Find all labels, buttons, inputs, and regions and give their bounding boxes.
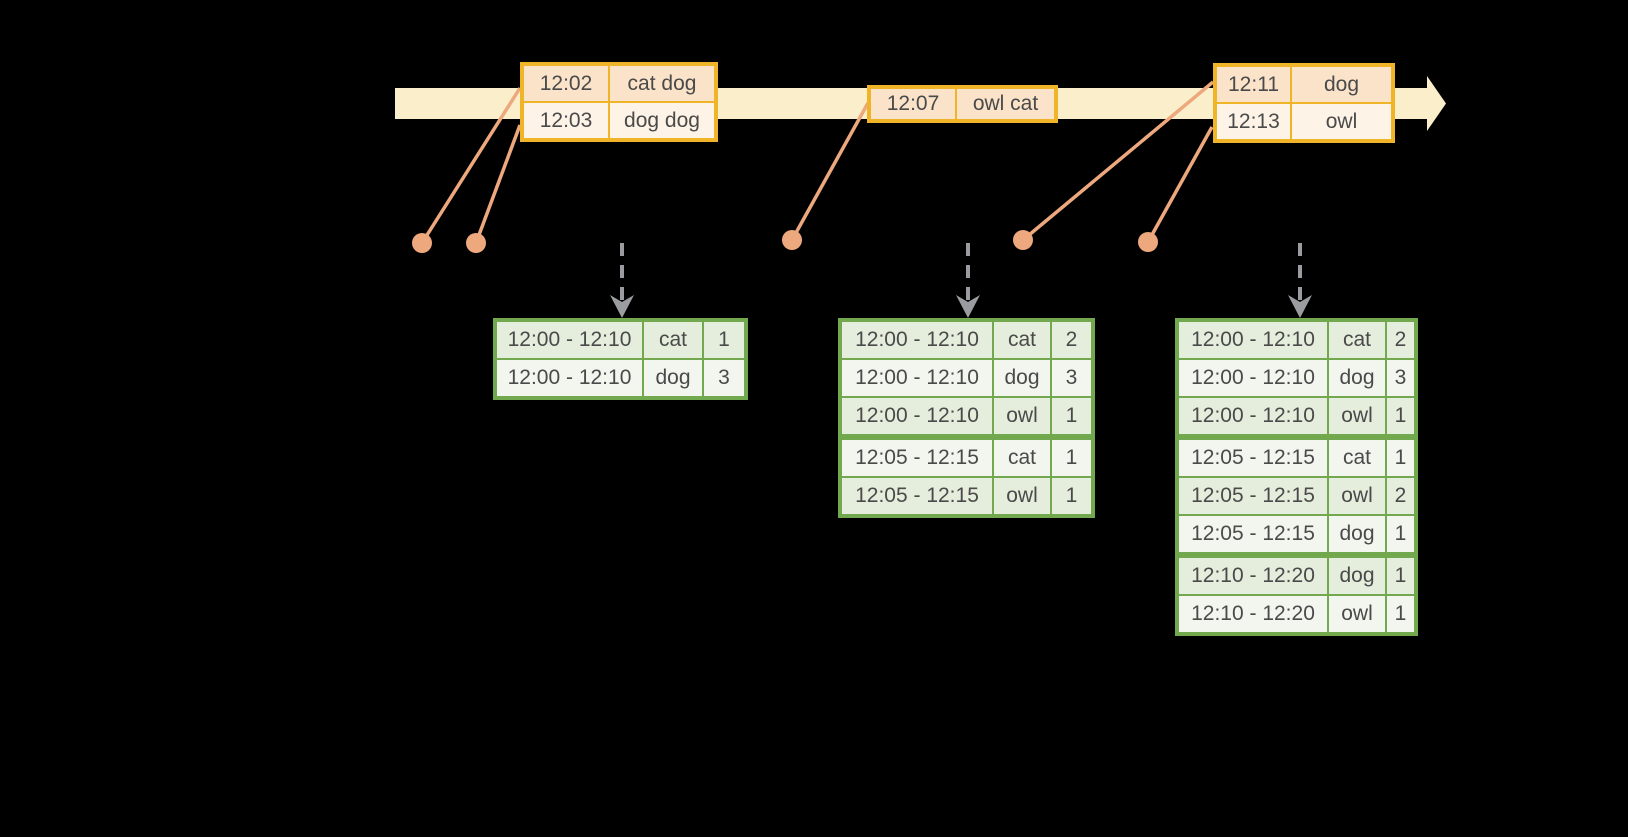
result-word-cell: dog [994, 360, 1050, 396]
result-count-cell: 2 [1387, 478, 1414, 514]
result-count-cell: 3 [1052, 360, 1091, 396]
event-dot [1013, 230, 1033, 250]
result-window-cell: 12:05 - 12:15 [842, 440, 992, 476]
event-dot [466, 233, 486, 253]
event-dot [782, 230, 802, 250]
result-window-cell: 12:00 - 12:10 [1179, 322, 1327, 358]
window-group-separator [1179, 554, 1414, 556]
event-time-cell: 12:11 [1217, 67, 1290, 102]
event-time-cell: 12:13 [1217, 104, 1290, 139]
result-window-cell: 12:00 - 12:10 [1179, 360, 1327, 396]
result-window-cell: 12:05 - 12:15 [1179, 516, 1327, 552]
result-word-cell: owl [1329, 596, 1385, 632]
result-word-cell: cat [1329, 322, 1385, 358]
event-connector-line [1146, 126, 1214, 243]
result-count-cell: 1 [1387, 558, 1414, 594]
result-word-cell: cat [644, 322, 702, 358]
event-connector-line [420, 87, 522, 244]
result-word-cell: dog [644, 360, 702, 396]
result-word-cell: cat [994, 322, 1050, 358]
result-window-cell: 12:10 - 12:20 [1179, 596, 1327, 632]
event-time-cell: 12:02 [524, 66, 608, 101]
result-window-cell: 12:00 - 12:10 [842, 360, 992, 396]
result-count-cell: 1 [1387, 398, 1414, 434]
trigger-arrow-icon [956, 243, 980, 318]
result-word-cell: owl [1329, 478, 1385, 514]
event-time-cell: 12:03 [524, 103, 608, 138]
result-count-cell: 1 [1387, 516, 1414, 552]
result-word-cell: dog [1329, 558, 1385, 594]
result-count-cell: 1 [1052, 398, 1091, 434]
window-group-separator [1179, 436, 1414, 438]
event-connector-line [1021, 80, 1215, 242]
result-window-cell: 12:10 - 12:20 [1179, 558, 1327, 594]
event-words-cell: owl cat [957, 89, 1054, 119]
result-count-cell: 2 [1387, 322, 1414, 358]
event-connector-line [474, 124, 522, 244]
result-count-cell: 1 [1052, 440, 1091, 476]
event-connector-line [790, 102, 870, 241]
result-count-cell: 3 [1387, 360, 1414, 396]
result-word-cell: dog [1329, 516, 1385, 552]
timeline-arrowhead-icon [1427, 76, 1446, 131]
event-dot [1138, 232, 1158, 252]
event-words-cell: cat dog [610, 66, 714, 101]
trigger-arrow-icon [1288, 243, 1312, 318]
result-word-cell: owl [994, 478, 1050, 514]
trigger-arrow-icon [610, 243, 634, 318]
event-words-cell: dog [1292, 67, 1391, 102]
window-group-separator [842, 436, 1091, 438]
event-words-cell: owl [1292, 104, 1391, 139]
result-window-cell: 12:05 - 12:15 [842, 478, 992, 514]
result-window-cell: 12:00 - 12:10 [842, 322, 992, 358]
result-window-cell: 12:00 - 12:10 [842, 398, 992, 434]
result-count-cell: 1 [1387, 440, 1414, 476]
result-window-cell: 12:05 - 12:15 [1179, 478, 1327, 514]
result-count-cell: 1 [1387, 596, 1414, 632]
result-count-cell: 2 [1052, 322, 1091, 358]
trigger-arrowhead-icon [956, 295, 980, 318]
result-window-cell: 12:00 - 12:10 [497, 360, 642, 396]
result-window-cell: 12:05 - 12:15 [1179, 440, 1327, 476]
event-words-cell: dog dog [610, 103, 714, 138]
event-dot [412, 233, 432, 253]
result-count-cell: 1 [704, 322, 744, 358]
result-count-cell: 1 [1052, 478, 1091, 514]
result-count-cell: 3 [704, 360, 744, 396]
result-word-cell: dog [1329, 360, 1385, 396]
result-window-cell: 12:00 - 12:10 [497, 322, 642, 358]
trigger-arrowhead-icon [1288, 295, 1312, 318]
result-word-cell: cat [1329, 440, 1385, 476]
event-time-cell: 12:07 [871, 89, 955, 119]
result-word-cell: owl [1329, 398, 1385, 434]
trigger-arrowhead-icon [610, 295, 634, 318]
result-word-cell: owl [994, 398, 1050, 434]
result-word-cell: cat [994, 440, 1050, 476]
result-window-cell: 12:00 - 12:10 [1179, 398, 1327, 434]
